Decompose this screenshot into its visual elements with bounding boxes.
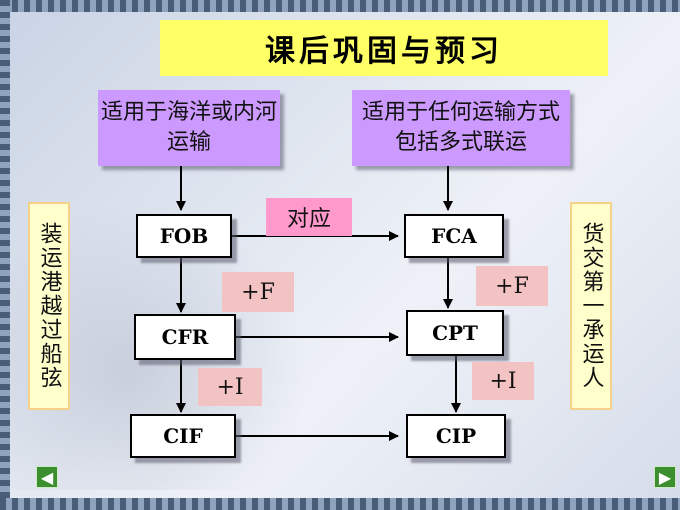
plus-i-right-label: +I [472,362,534,400]
node-cif: CIF [130,414,236,458]
arrow-right-icon[interactable]: ▶ [654,466,676,488]
decorative-border-bottom [0,498,680,510]
node-fca: FCA [404,214,504,258]
sea-transport-note: 适用于海洋或内河运输 [98,90,280,166]
node-fob: FOB [136,214,232,258]
slide-title: 课后巩固与预习 [160,20,608,76]
node-cfr: CFR [134,314,236,360]
plus-f-left-label: +F [222,272,294,312]
arrow-left-icon[interactable]: ◀ [36,466,58,488]
decorative-border-top [0,0,680,12]
decorative-border-left [0,0,10,510]
node-cpt: CPT [406,310,504,356]
first-carrier-note: 货交第一承运人 [570,202,612,410]
any-transport-note: 适用于任何运输方式包括多式联运 [352,90,570,166]
correspond-label: 对应 [266,198,352,236]
plus-f-right-label: +F [476,266,548,306]
ship-rail-note: 装运港越过船弦 [28,202,70,410]
node-cip: CIP [406,414,506,458]
plus-i-left-label: +I [198,368,262,406]
